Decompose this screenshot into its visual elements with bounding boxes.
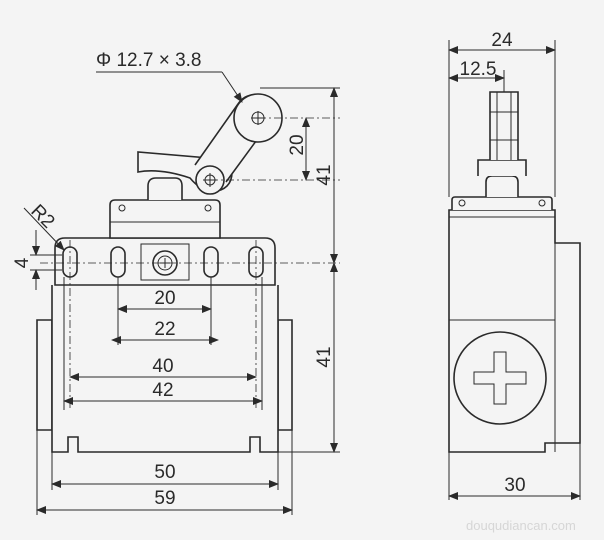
- plunger: [147, 177, 183, 200]
- cross-icon: [473, 351, 527, 405]
- switch-body: [51, 285, 279, 453]
- dim-depth: 30: [504, 475, 525, 496]
- base-left-rail: [36, 319, 53, 431]
- side-plunger-neck: [477, 159, 527, 176]
- dim-arm-radius: 20: [287, 134, 308, 155]
- dim-hole-outer: 42: [152, 380, 173, 401]
- dim-inner-slot-outer: 22: [154, 319, 175, 340]
- watermark: douqudiancan.com: [466, 518, 576, 533]
- dim-base-width: 59: [154, 488, 175, 509]
- roller-spec-label: Φ 12.7 × 3.8: [96, 50, 201, 71]
- base-right-rail: [277, 319, 293, 431]
- side-cap: [451, 196, 553, 210]
- dim-body-height: 41: [314, 346, 335, 367]
- side-cover: [453, 331, 547, 425]
- dim-inner-slot: 20: [154, 288, 175, 309]
- dim-hole-pitch: 40: [152, 356, 173, 377]
- dim-hole-radius: R2: [26, 201, 58, 233]
- side-fork: [489, 91, 519, 160]
- side-plunger: [485, 175, 519, 197]
- dim-base-inner: 50: [154, 462, 175, 483]
- dim-actuator-height: 41: [314, 164, 335, 185]
- front-view: Φ 12.7 × 3.8 20 41 41 R2 4 20 22 40 42: [12, 50, 340, 515]
- head-block: [109, 199, 221, 239]
- dim-plunger-offset: 12.5: [460, 59, 497, 80]
- dim-hole-offset: 4: [12, 257, 33, 268]
- side-view: 24 12.5 30: [448, 30, 581, 500]
- dim-top-width: 24: [491, 30, 513, 51]
